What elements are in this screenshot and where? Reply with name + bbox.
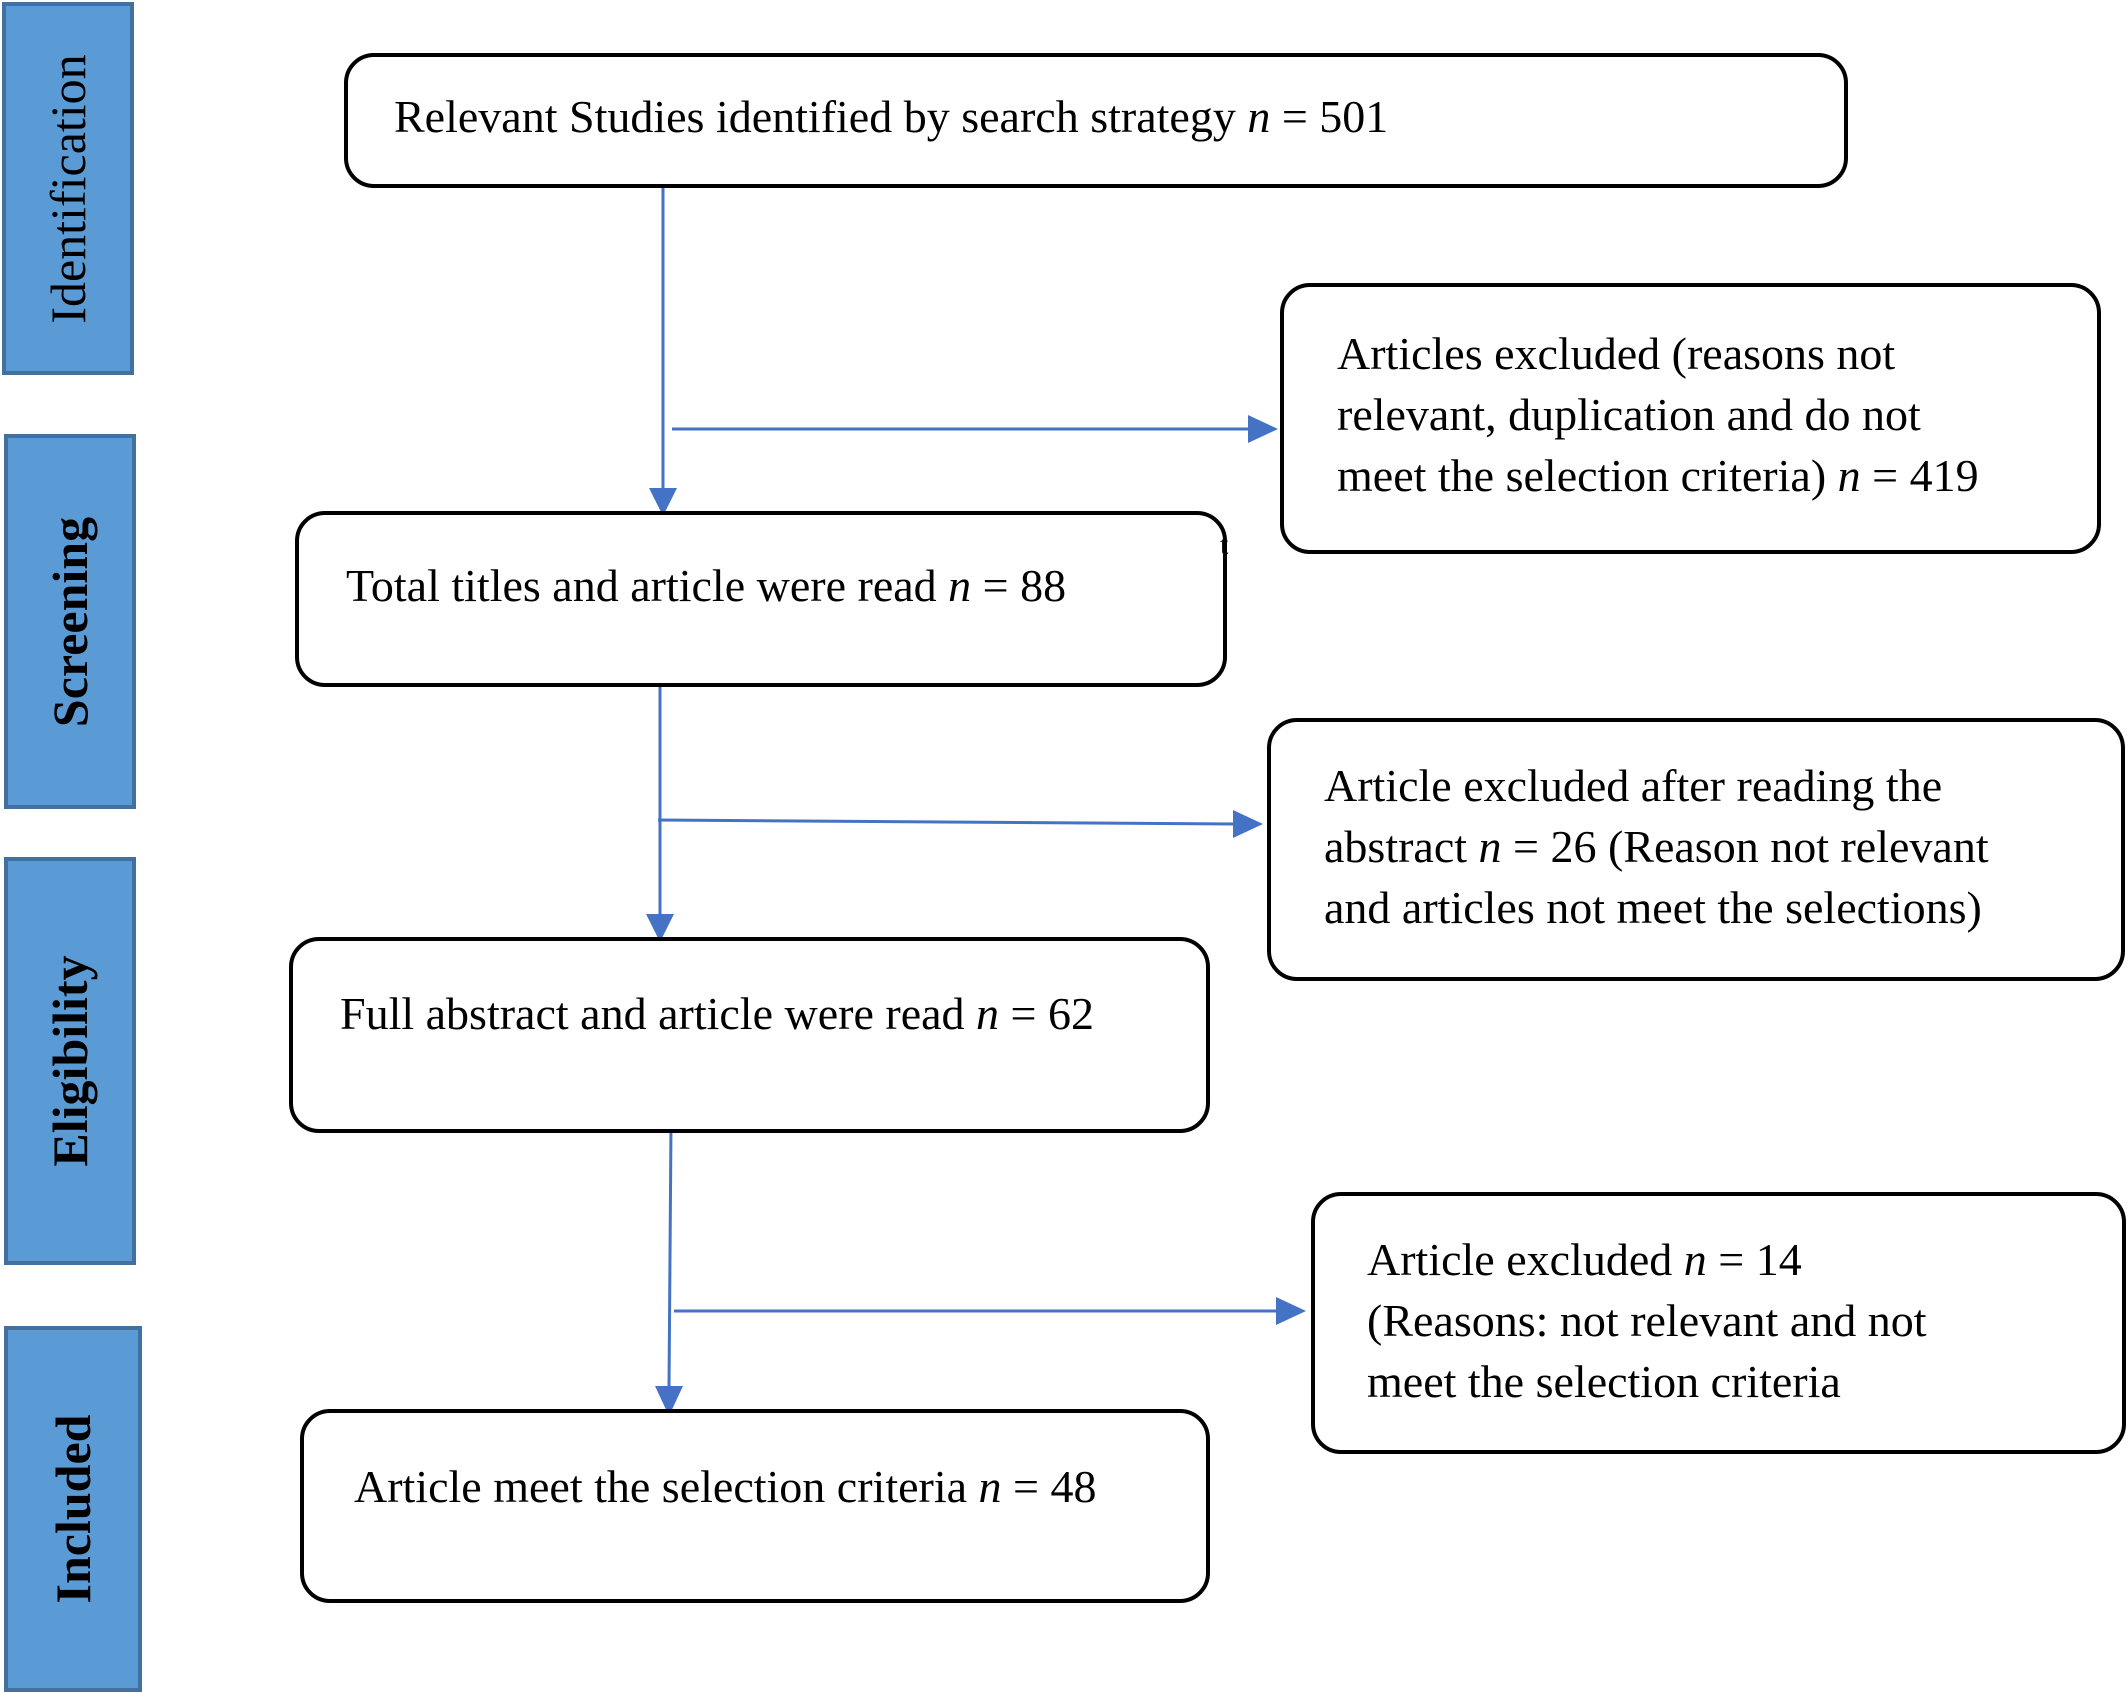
excluded-2-line-1: Article excluded after reading the bbox=[1324, 760, 1943, 811]
box-titles-read: Total titles and article were read n = 8… bbox=[295, 511, 1227, 687]
stage-identification: Identification bbox=[2, 2, 134, 375]
excluded-2-line-3: and articles not meet the selections) bbox=[1324, 882, 1982, 933]
stage-screening: Screening bbox=[4, 434, 136, 809]
excluded-1-line-1: Articles excluded (reasons not bbox=[1337, 328, 1896, 379]
excluded-3-line-3: meet the selection criteria bbox=[1367, 1356, 1841, 1407]
arrowhead-down-3 bbox=[655, 1386, 683, 1416]
box-excluded-1: Articles excluded (reasons not relevant,… bbox=[1280, 283, 2101, 554]
box-included-articles: Article meet the selection criteria n = … bbox=[300, 1409, 1210, 1603]
excluded-1-line-2: relevant, duplication and do not bbox=[1337, 389, 1921, 440]
stray-mark: t bbox=[1220, 528, 1229, 561]
box-excluded-3: Article excluded n = 14 (Reasons: not re… bbox=[1311, 1192, 2126, 1454]
arrowhead-right-2 bbox=[1233, 810, 1263, 838]
eligible-text: Full abstract and article were read bbox=[340, 988, 977, 1039]
excluded-1-n: n bbox=[1837, 450, 1861, 501]
excluded-3-line-2: (Reasons: not relevant and not bbox=[1367, 1295, 1927, 1346]
identified-text: Relevant Studies identified by search st… bbox=[394, 91, 1248, 142]
included-text: Article meet the selection criteria bbox=[354, 1461, 979, 1512]
screened-count: = 88 bbox=[971, 560, 1067, 611]
arrowhead-down-1 bbox=[649, 488, 677, 516]
excluded-3-n: n bbox=[1683, 1234, 1707, 1285]
excluded-1-line-3-text: meet the selection criteria) bbox=[1337, 450, 1838, 501]
arrowhead-right-1 bbox=[1248, 415, 1278, 443]
arrow-line-eligible-to-included bbox=[667, 1124, 673, 1389]
excluded-2-line-2-text: abstract bbox=[1324, 821, 1479, 872]
arrowhead-down-2 bbox=[646, 914, 674, 942]
screened-n: n bbox=[948, 560, 972, 611]
box-abstracts-read: Full abstract and article were read n = … bbox=[289, 937, 1210, 1133]
excluded-3-count: = 14 bbox=[1706, 1234, 1802, 1285]
eligible-count: = 62 bbox=[999, 988, 1094, 1039]
excluded-2-n: n bbox=[1478, 821, 1502, 872]
box-studies-identified: Relevant Studies identified by search st… bbox=[344, 53, 1848, 188]
arrow-line-to-excluded-2 bbox=[657, 818, 1236, 826]
eligible-n: n bbox=[976, 988, 1000, 1039]
screened-text: Total titles and article were read bbox=[346, 560, 949, 611]
excluded-1-line-3: meet the selection criteria) n = 419 bbox=[1337, 445, 1979, 506]
identified-n: n bbox=[1247, 91, 1271, 142]
arrowhead-right-3 bbox=[1276, 1297, 1306, 1325]
identified-count: = 501 bbox=[1270, 91, 1389, 142]
included-count: = 48 bbox=[1001, 1461, 1097, 1512]
included-n: n bbox=[978, 1461, 1002, 1512]
excluded-2-line-2: abstract n = 26 (Reason not relevant bbox=[1324, 816, 1989, 877]
excluded-3-line-1: Article excluded n = 14 bbox=[1367, 1229, 1927, 1290]
stage-eligibility: Eligibility bbox=[4, 857, 136, 1265]
excluded-2-count: = 26 (Reason not relevant bbox=[1501, 821, 1989, 872]
box-excluded-2: Article excluded after reading the abstr… bbox=[1267, 718, 2125, 981]
stage-included: Included bbox=[4, 1326, 142, 1692]
excluded-1-count: = 419 bbox=[1860, 450, 1979, 501]
excluded-3-line-1-text: Article excluded bbox=[1367, 1234, 1684, 1285]
